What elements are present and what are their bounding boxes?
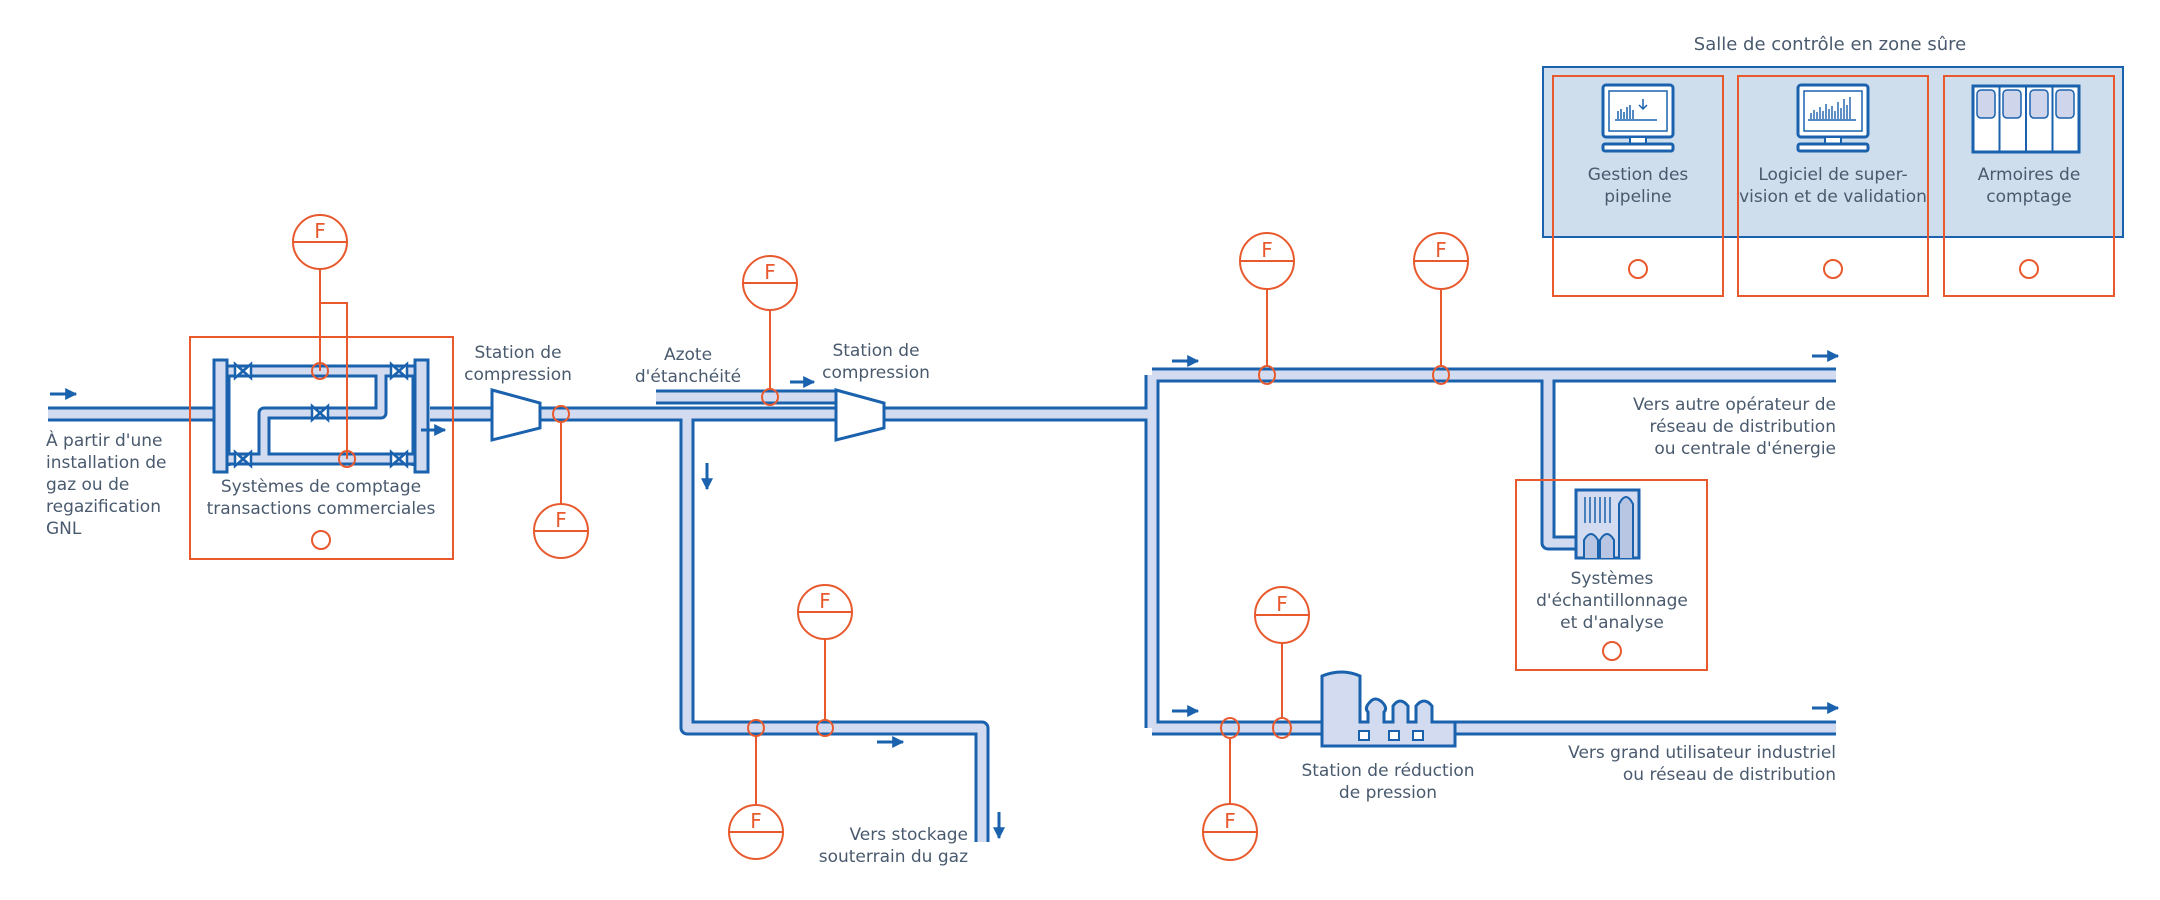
flow-meter-nitrogen[interactable]: F [742, 255, 798, 406]
instrument-connection-point [2019, 259, 2039, 279]
sampling-system-label-line3: et d'analyse [1560, 613, 1664, 633]
flow-meter-lower-b[interactable]: F [1254, 586, 1310, 739]
nitrogen-label-line2: d'étanchéité [635, 367, 741, 387]
metering-cabinets-icon [1971, 84, 2081, 154]
pipe-network [48, 358, 1836, 842]
flow-meter-label: F [1224, 809, 1236, 833]
metering-system-frame [189, 336, 454, 560]
control-unit-supervision-software[interactable]: Logiciel de super- vision et de validati… [1737, 75, 1929, 297]
sampling-system-label-line1: Systèmes [1571, 569, 1654, 589]
monitor-chart-icon [1796, 83, 1870, 153]
control-unit-pipeline-management[interactable]: Gestion des pipeline [1552, 75, 1724, 297]
instrument-connection-point [311, 530, 331, 550]
metering-skid [212, 358, 430, 474]
compressor-2-label-line1: Station de [832, 341, 919, 361]
distribution-operator-label-line1: Vers autre opérateur de [1633, 395, 1836, 415]
control-unit-label-line1: Gestion des [1588, 165, 1689, 185]
sampling-analysis-icon [1574, 488, 1641, 560]
pressure-reduction-station-icon [1320, 670, 1457, 748]
flow-meter-compressor-1[interactable]: F [533, 405, 589, 559]
flow-arrows [50, 350, 1840, 840]
control-room: Salle de contrôle en zone sûre Gestion d… [1542, 34, 2124, 297]
instrument-connection-point [1823, 259, 1843, 279]
industrial-user-label-line1: Vers grand utilisateur industriel [1568, 743, 1836, 763]
compressor-2-label-line2: compression [822, 363, 930, 383]
flow-meter-label: F [1276, 592, 1288, 616]
sampling-system-frame [1515, 479, 1708, 671]
source-label: À partir d'une installation de gaz ou de… [46, 429, 167, 539]
storage-label-line1: Vers stockage [849, 825, 968, 845]
pressure-reduction-label-line1: Station de réduction [1301, 761, 1474, 781]
flow-meter-label: F [764, 260, 776, 284]
source-label-line: À partir d'une [46, 429, 163, 451]
flow-meter-metering[interactable]: F [292, 214, 356, 468]
control-unit-metering-cabinets[interactable]: Armoires de comptage [1943, 75, 2115, 297]
control-unit-frame [1943, 75, 2115, 297]
distribution-operator-label-line3: ou centrale d'énergie [1654, 439, 1836, 459]
compressor-1-label-line1: Station de [474, 343, 561, 363]
flow-meters: F F F F F [292, 214, 1469, 861]
metering-system-label-line1: Systèmes de comptage [221, 477, 421, 497]
compressor-1-label-line2: compression [464, 365, 572, 385]
distribution-operator-label-line2: réseau de distribution [1649, 417, 1836, 437]
flow-meter-label: F [314, 219, 326, 243]
flow-meter-label: F [750, 809, 762, 833]
source-label-line: regazification [46, 497, 161, 517]
control-room-title: Salle de contrôle en zone sûre [1694, 34, 1966, 55]
control-unit-frame [1737, 75, 1929, 297]
control-unit-label-line2: pipeline [1604, 187, 1671, 207]
control-unit-label-line1: Logiciel de super- [1758, 165, 1907, 185]
flow-meter-upper-a[interactable]: F [1239, 232, 1295, 385]
flow-meter-lower-a[interactable]: F [1202, 717, 1258, 861]
control-unit-frame [1552, 75, 1724, 297]
instrument-connection-point [1628, 259, 1648, 279]
sampling-system-label-line2: d'échantillonnage [1536, 591, 1688, 611]
nitrogen-label-line1: Azote [664, 345, 712, 365]
pressure-reduction-label-line2: de pression [1339, 783, 1437, 803]
flow-meter-label: F [1261, 238, 1273, 262]
flow-meter-storage-a[interactable]: F [728, 719, 784, 860]
compressor-1-icon [490, 388, 542, 442]
storage-label-line2: souterrain du gaz [819, 847, 968, 867]
source-label-line: installation de [46, 453, 167, 473]
flow-meter-label: F [555, 508, 567, 532]
flow-meter-label: F [819, 589, 831, 613]
monitor-chart-download-icon [1601, 83, 1675, 153]
control-unit-label-line1: Armoires de [1978, 165, 2081, 185]
compressor-2-icon [834, 388, 886, 442]
valve-icons [233, 361, 409, 469]
source-label-line: GNL [46, 519, 82, 539]
flow-meter-upper-b[interactable]: F [1413, 232, 1469, 385]
metering-system-label-line2: transactions commerciales [207, 499, 436, 519]
control-unit-label-line2: comptage [1986, 187, 2071, 207]
flow-meter-storage-b[interactable]: F [797, 584, 853, 737]
instrument-connection-point [1602, 641, 1622, 661]
industrial-user-label-line2: ou réseau de distribution [1623, 765, 1836, 785]
source-label-line: gaz ou de [46, 475, 129, 495]
control-unit-label-line2: vision et de validation [1739, 187, 1927, 207]
flow-meter-label: F [1435, 238, 1447, 262]
